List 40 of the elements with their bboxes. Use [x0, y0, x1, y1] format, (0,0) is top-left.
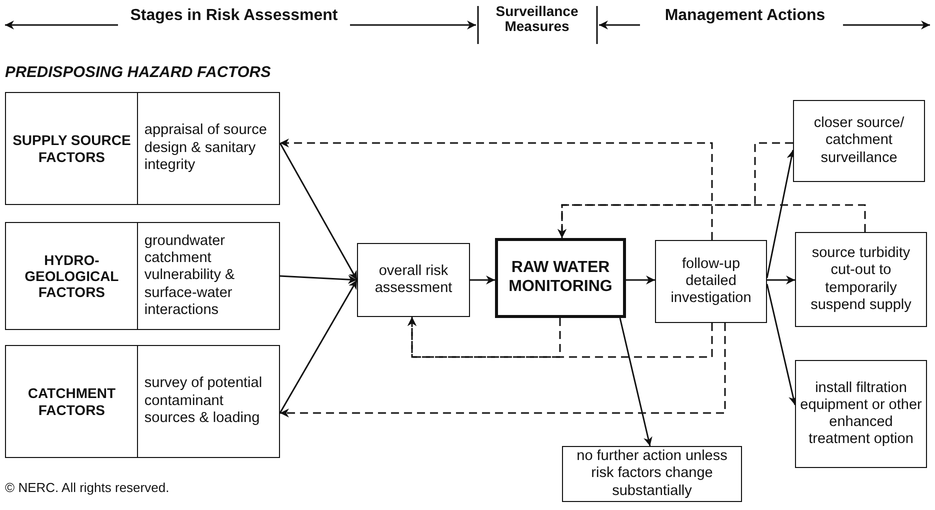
process-box — [357, 243, 470, 317]
section-heading: Management Actions — [664, 7, 826, 25]
factor-heading: SUPPLY SOURCE FACTORS — [12, 132, 132, 165]
factor-description: appraisal of source design & sanitary integrity — [144, 122, 268, 175]
column-heading: PREDISPOSING HAZARD FACTORS — [5, 64, 272, 82]
process-box — [5, 92, 280, 205]
box-text: RAW WATER MONITORING — [508, 259, 614, 297]
dashed-arrow — [280, 323, 726, 418]
arrow — [619, 318, 652, 446]
dashed-arrow — [558, 204, 866, 238]
arrow — [280, 275, 358, 284]
arrow — [626, 276, 655, 284]
arrow — [766, 284, 798, 406]
factor-description: groundwater catchment vulnerability & surface-water interactions — [144, 232, 236, 320]
factor-heading: HYDRO-GEOLOGICAL FACTORS — [24, 252, 120, 300]
box-text: follow-up detailed investigation — [670, 256, 752, 308]
copyright-note: © NERC. All rights reserved. — [5, 481, 170, 496]
process-box — [795, 232, 927, 327]
section-heading: Surveillance Measures — [494, 4, 580, 35]
factor-description: survey of potential contaminant sources & loading — [144, 375, 264, 428]
factor-heading: CATCHMENT FACTORS — [26, 385, 116, 418]
process-box — [655, 240, 767, 323]
process-box — [562, 446, 742, 502]
section-heading: Stages in Risk Assessment — [129, 7, 339, 25]
process-box — [795, 360, 927, 468]
process-box — [495, 238, 626, 318]
process-box — [793, 100, 925, 182]
arrow — [279, 142, 358, 280]
arrow — [279, 280, 358, 414]
box-text: no further action unless risk factors change substantially — [576, 448, 728, 500]
process-box — [5, 222, 280, 330]
box-text: overall risk assessment — [374, 262, 454, 298]
dashed-arrow — [408, 317, 561, 358]
box-text: source turbidity cut-out to temporarily suspend supply — [810, 245, 912, 314]
arrow — [767, 276, 795, 284]
box-text: install filtration equipment or other enhanced treatment option — [799, 380, 923, 448]
dashed-arrow — [280, 138, 713, 240]
arrow — [470, 276, 495, 284]
box-text: closer source/ catchment surveillance — [812, 115, 906, 167]
process-box — [5, 345, 280, 458]
